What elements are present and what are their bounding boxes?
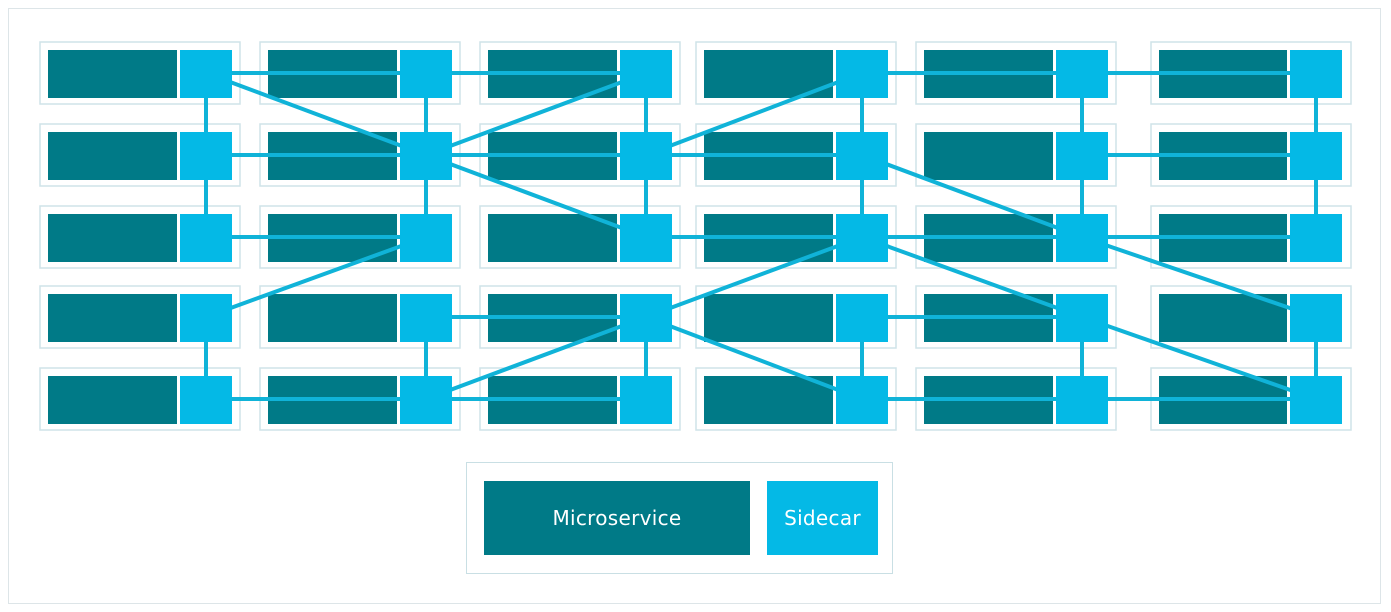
sidecar-block <box>836 376 888 424</box>
sidecar-block <box>1056 50 1108 98</box>
mesh-link <box>860 235 1084 319</box>
sidecar-block <box>180 294 232 342</box>
links-layer <box>204 71 1318 401</box>
mesh-link <box>424 315 648 401</box>
microservice-block <box>48 50 177 98</box>
microservice-block <box>48 376 177 424</box>
microservice-block <box>924 132 1053 180</box>
sidecar-block <box>1056 294 1108 342</box>
sidecar-block <box>620 376 672 424</box>
legend-sidecar: Sidecar <box>767 481 878 555</box>
sidecar-block <box>400 294 452 342</box>
microservice-block <box>48 214 177 262</box>
microservice-block <box>48 132 177 180</box>
sidecar-block <box>620 294 672 342</box>
sidecar-block <box>836 132 888 180</box>
sidecar-block <box>1056 214 1108 262</box>
microservice-block <box>48 294 177 342</box>
microservice-block <box>704 50 833 98</box>
sidecars-layer <box>180 50 1342 424</box>
mesh-link <box>1080 235 1318 319</box>
sidecar-block <box>400 50 452 98</box>
mesh-link <box>424 71 648 157</box>
sidecar-block <box>836 214 888 262</box>
sidecar-block <box>180 214 232 262</box>
sidecar-block <box>1290 214 1342 262</box>
sidecar-block <box>1290 294 1342 342</box>
sidecar-block <box>1290 50 1342 98</box>
legend: Microservice Sidecar <box>466 462 893 574</box>
sidecar-block <box>1290 376 1342 424</box>
sidecar-block <box>620 50 672 98</box>
sidecar-block <box>836 50 888 98</box>
sidecar-block <box>180 376 232 424</box>
sidecar-block <box>180 132 232 180</box>
mesh-link <box>1080 315 1318 401</box>
sidecar-block <box>836 294 888 342</box>
sidecar-block <box>400 376 452 424</box>
mesh-link <box>860 153 1084 239</box>
microservice-block <box>488 214 617 262</box>
sidecar-block <box>1056 376 1108 424</box>
sidecar-block <box>1056 132 1108 180</box>
mesh-link <box>644 315 864 401</box>
mesh-link <box>204 235 428 319</box>
microservice-block <box>1159 294 1287 342</box>
sidecar-block <box>400 214 452 262</box>
microservice-block <box>704 376 833 424</box>
mesh-link <box>644 235 864 319</box>
sidecar-block <box>1290 132 1342 180</box>
legend-sidecar-label: Sidecar <box>784 506 861 530</box>
sidecar-block <box>400 132 452 180</box>
sidecar-block <box>180 50 232 98</box>
legend-microservice-label: Microservice <box>552 506 682 530</box>
legend-microservice: Microservice <box>484 481 750 555</box>
mesh-link <box>424 153 648 239</box>
sidecar-block <box>620 132 672 180</box>
microservice-block <box>268 294 397 342</box>
mesh-link <box>644 71 864 157</box>
microservice-block <box>704 294 833 342</box>
mesh-link <box>204 71 428 157</box>
sidecar-block <box>620 214 672 262</box>
